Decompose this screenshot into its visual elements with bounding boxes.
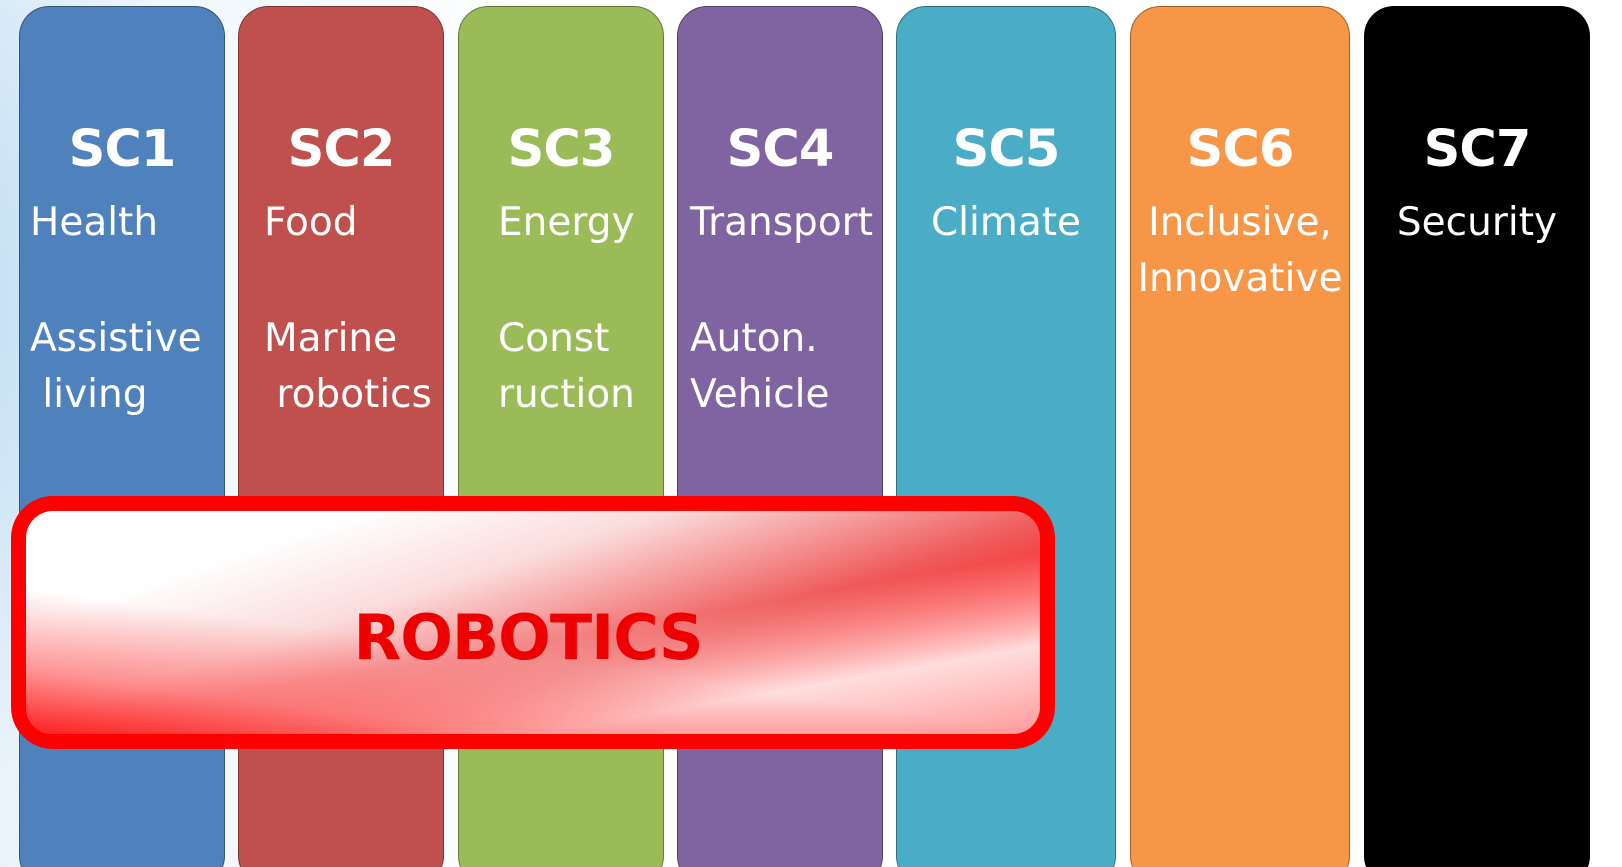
column-theme: Security [1396,200,1558,245]
column-code: SC5 [952,120,1061,179]
column-theme: Climate [930,200,1082,245]
column-code: SC3 [507,120,616,179]
column-code: SC6 [1186,120,1295,179]
column-robotics-application: Marine robotics [264,316,432,417]
column-code: SC2 [287,120,396,179]
column-robotics-application: Assistive living [30,316,202,417]
column-code: SC7 [1423,120,1532,179]
column-code: SC1 [68,120,177,179]
column-theme: Energy [498,200,635,245]
column-theme: Food [264,200,358,245]
column-theme: Inclusive, Innovative [1137,200,1343,301]
column-sc6: SC6 Inclusive, Innovative [1130,6,1350,867]
column-theme: Transport [690,200,874,245]
column-robotics-application: Auton. Vehicle [690,316,830,417]
column-theme: Health [30,200,159,245]
robotics-banner-label: ROBOTICS [353,601,703,674]
robotics-banner: ROBOTICS [11,496,1055,749]
column-code: SC4 [726,120,835,179]
column-sc7: SC7 Security [1364,6,1590,867]
column-robotics-application: Const ruction [498,316,635,417]
